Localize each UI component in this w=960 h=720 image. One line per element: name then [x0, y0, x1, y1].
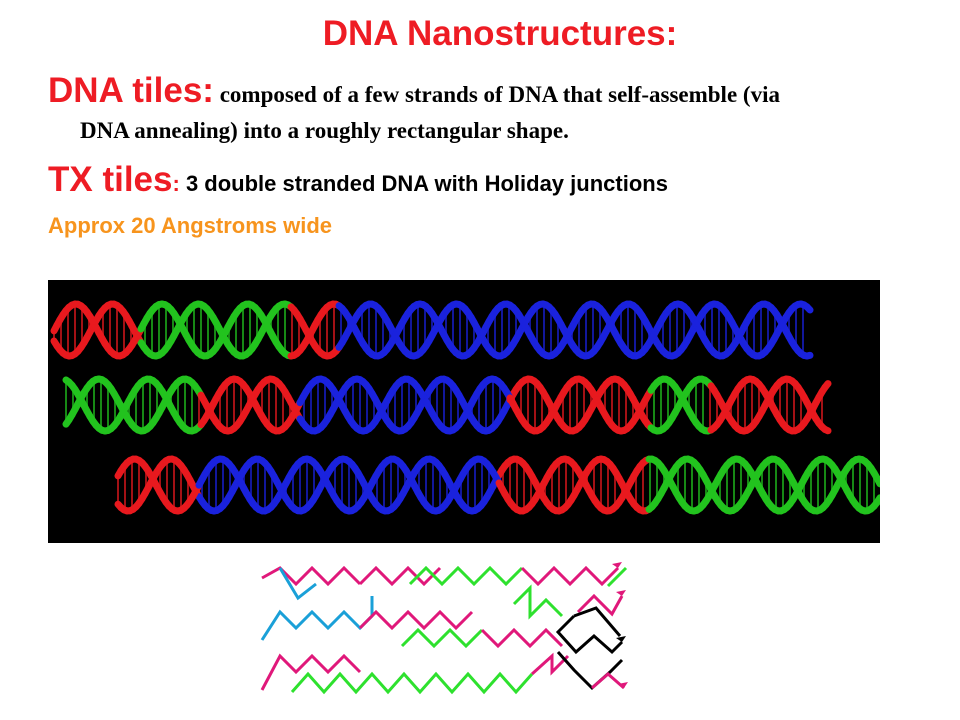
tx-tile-strand-diagram	[252, 556, 632, 700]
strand-line	[261, 565, 362, 587]
helix-row	[114, 455, 880, 515]
tx-tiles-colon: :	[172, 171, 180, 196]
backbone-segment	[803, 351, 814, 360]
backbone-segment	[821, 425, 832, 435]
strand-arrowhead	[618, 682, 628, 688]
dna-tiles-text-line1: composed of a few strands of DNA that se…	[219, 82, 780, 107]
dna-tiles-text-line2: DNA annealing) into a roughly rectangula…	[80, 118, 569, 143]
dna-tiles-heading: DNA tiles:	[48, 71, 214, 110]
width-note: Approx 20 Angstroms wide	[48, 213, 333, 238]
helix-row	[50, 300, 814, 360]
strand-line	[530, 652, 570, 676]
helix-row	[62, 375, 832, 435]
backbone-segment	[873, 474, 880, 488]
strand-arrowhead	[616, 590, 626, 596]
strand-line	[260, 596, 374, 641]
tx-tiles-text: 3 double stranded DNA with Holiday junct…	[185, 171, 668, 196]
strand-line	[400, 627, 484, 649]
strand-line	[278, 567, 317, 601]
dna-helices-render	[50, 300, 880, 515]
strand-line	[576, 593, 624, 617]
strand-arrowhead	[612, 562, 622, 568]
backbone-segment	[821, 380, 832, 391]
strand-line	[290, 671, 534, 695]
dna-tiles-definition: DNA tiles: composed of a few strands of …	[48, 73, 948, 149]
tx-tiles-heading: TX tiles	[48, 160, 173, 199]
strand-line	[260, 653, 362, 691]
tx-tiles-definition: TX tiles: 3 double stranded DNA with Hol…	[48, 160, 948, 200]
strand-line	[520, 565, 620, 587]
strand-line	[573, 606, 622, 637]
strand-line	[512, 584, 564, 620]
strand-zigzag-diagram	[260, 562, 628, 695]
slide-title: DNA Nanostructures:	[322, 14, 678, 53]
strand-line	[408, 565, 524, 587]
strand-line	[555, 614, 624, 655]
backbone-segment	[873, 494, 880, 506]
strand-line	[591, 672, 625, 690]
strand-line	[480, 627, 564, 649]
strand-arrowhead	[616, 636, 626, 642]
strand-line	[358, 609, 474, 631]
strand-line	[606, 566, 628, 588]
strand-line	[358, 565, 442, 587]
tx-tile-molecular-model	[48, 280, 880, 543]
backbone-segment	[803, 303, 814, 314]
